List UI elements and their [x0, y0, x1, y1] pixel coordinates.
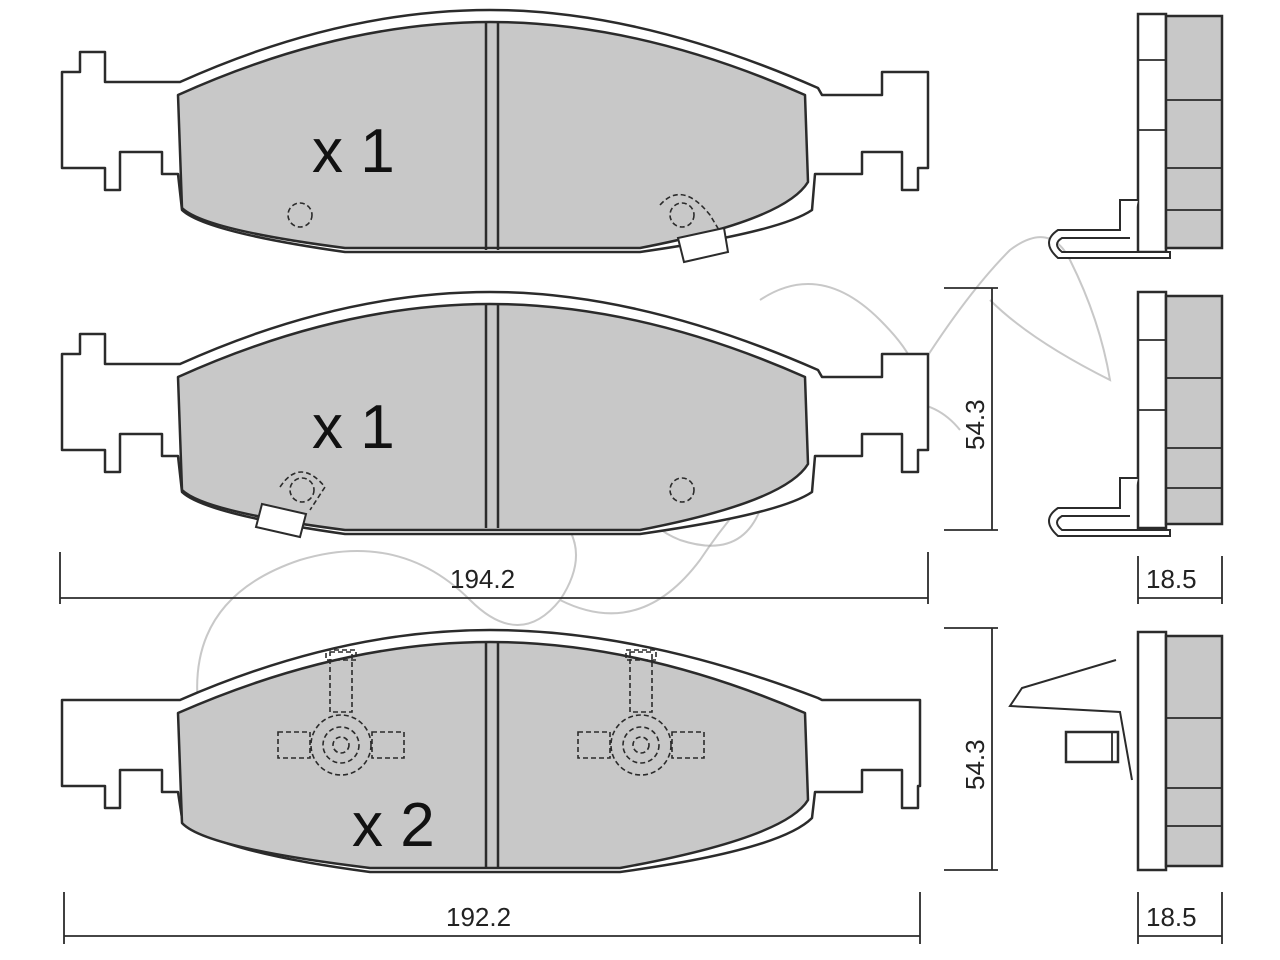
wear-sensor-outline [659, 193, 723, 236]
guide-pin-outline-left [277, 649, 405, 776]
friction-lining [176, 640, 810, 870]
dimension-value: 194.2 [450, 564, 515, 594]
brake-pad-2: x 1 [60, 290, 930, 539]
width-dimension-upper: 194.2 [59, 552, 929, 604]
quantity-label: x 1 [312, 117, 395, 186]
thickness-dimension-upper: 18.5 [1137, 556, 1223, 604]
quantity-label: x 2 [352, 791, 435, 860]
brake-pad-3: x 2 [60, 628, 922, 874]
retaining-spring [1008, 659, 1133, 781]
rivet-hole [287, 202, 313, 228]
dimension-value: 18.5 [1146, 902, 1197, 932]
side-view-1 [1048, 12, 1224, 259]
dimension-value: 54.3 [960, 399, 990, 450]
dimension-value: 54.3 [960, 739, 990, 790]
height-dimension-upper: 54.3 [944, 287, 998, 531]
wear-sensor-clip [254, 502, 308, 539]
guide-pin-outline-right [577, 649, 705, 776]
wear-sensor-clip [1048, 477, 1171, 537]
wear-sensor-clip [676, 226, 730, 264]
side-view-3 [1008, 630, 1224, 872]
rivet-hole [669, 477, 695, 503]
thickness-dimension-lower: 18.5 [1137, 892, 1223, 944]
rivet-hole [669, 202, 695, 228]
guide-pin [1064, 730, 1120, 764]
wear-sensor-clip [1048, 199, 1171, 259]
rivet-hole [289, 477, 315, 503]
quantity-label: x 1 [312, 393, 395, 462]
height-dimension-lower: 54.3 [944, 627, 998, 871]
width-dimension-lower: 192.2 [63, 892, 921, 944]
dimension-value: 192.2 [446, 902, 511, 932]
dimension-value: 18.5 [1146, 564, 1197, 594]
side-view-2 [1048, 290, 1224, 537]
brake-pad-1: x 1 [60, 8, 930, 264]
